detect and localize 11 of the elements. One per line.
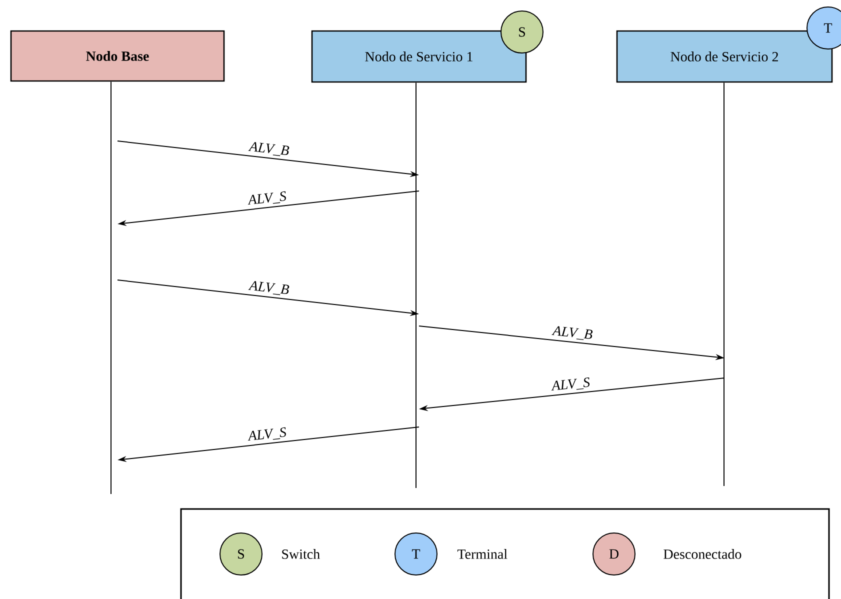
edge-label: ALV_S	[248, 427, 286, 441]
legend-label: Terminal	[457, 549, 508, 559]
legend-label: Switch	[282, 549, 320, 559]
edge-label: ALV_S	[248, 191, 286, 205]
legend-label: Desconectado	[664, 549, 742, 559]
edge-label: ALV_B	[248, 281, 290, 296]
participant-box: Nodo Base	[10, 30, 225, 82]
edge-label: ALV_B	[552, 326, 593, 340]
role-badge: S	[500, 10, 544, 54]
edge-label: ALV_B	[248, 142, 290, 156]
edge-label: ALV_S	[551, 378, 590, 391]
